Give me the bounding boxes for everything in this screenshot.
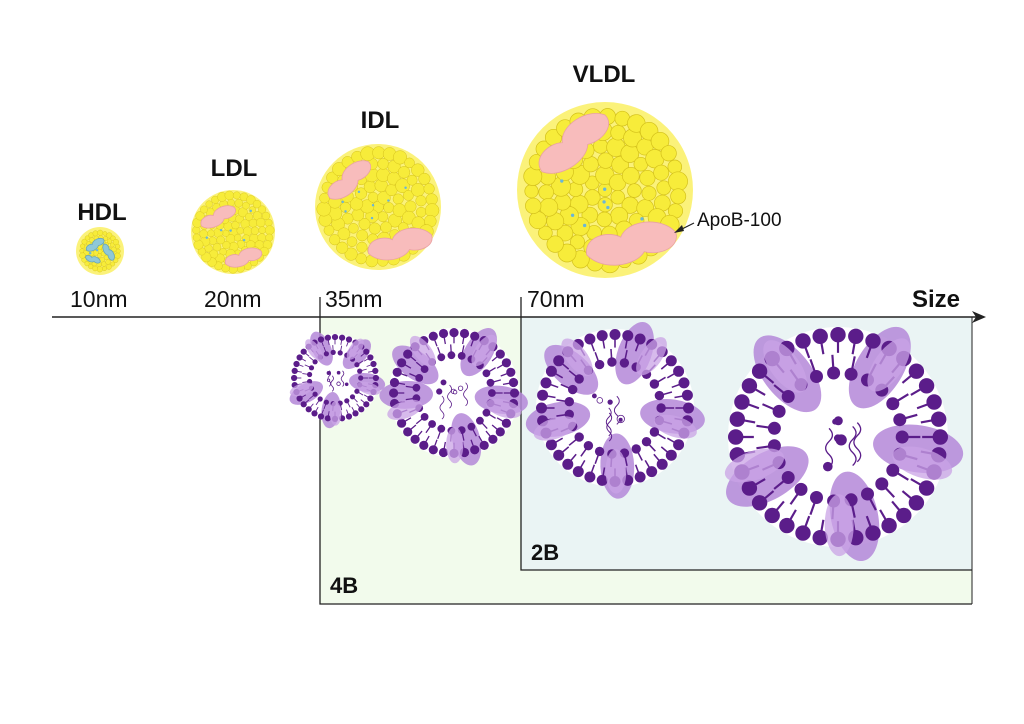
vesicle-icon: [724, 326, 964, 562]
box-2b-outline: [520, 297, 972, 571]
size-axis-label: Size: [912, 286, 960, 313]
apob-pointer-arrowhead: [674, 225, 684, 233]
apob-label: ApoB-100: [697, 210, 782, 231]
vesicle-icon: [525, 321, 705, 499]
size-label-vldl: 70nm: [527, 286, 585, 312]
vesicle-icon: [379, 328, 528, 466]
arrow-icon: [972, 311, 986, 323]
particle-title-vldl: VLDL: [573, 61, 636, 88]
box-2b-label: 2B: [531, 540, 559, 565]
lipoprotein-particle-icon: [315, 144, 441, 270]
box-4b-label: 4B: [330, 573, 358, 598]
particle-title-ldl: LDL: [211, 155, 258, 182]
vesicle-icon: [289, 331, 386, 429]
lipoprotein-particle-icon: [76, 227, 124, 275]
size-label-ldl: 20nm: [204, 286, 262, 312]
particle-title-hdl: HDL: [77, 199, 126, 226]
particle-title-idl: IDL: [361, 107, 400, 134]
lipoprotein-particle-icon: [517, 102, 693, 278]
lipoprotein-particle-icon: [191, 190, 275, 274]
size-label-hdl: 10nm: [70, 286, 128, 312]
size-label-idl: 35nm: [325, 286, 383, 312]
